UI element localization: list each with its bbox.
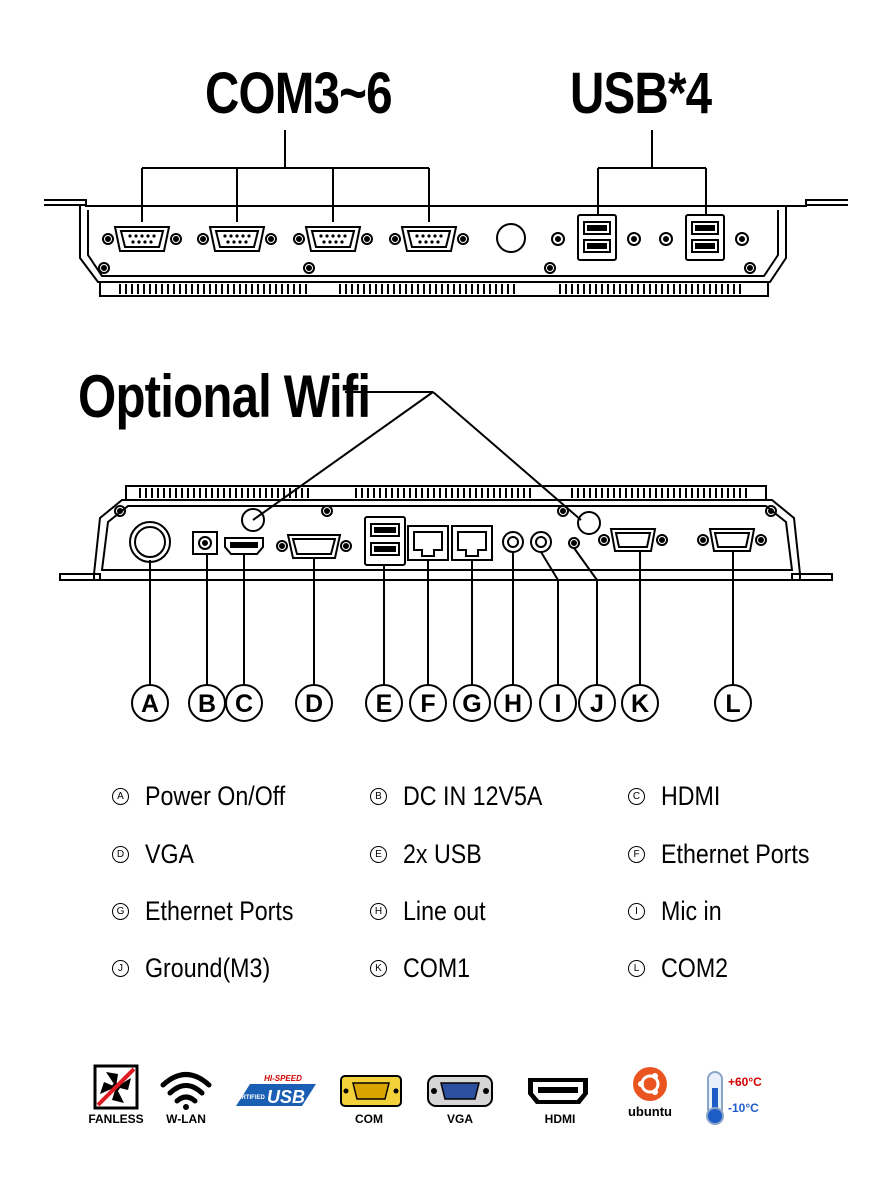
legend-letter: K <box>370 960 387 977</box>
legend-letter: J <box>112 960 129 977</box>
legend-item-g: G Ethernet Ports <box>112 896 318 927</box>
legend-label: Mic in <box>661 896 722 926</box>
callout-c: C <box>235 690 253 718</box>
vga-label: VGA <box>447 1112 473 1126</box>
callout-f: F <box>420 690 435 718</box>
usb-hispeed-label: HI-SPEED <box>264 1074 302 1083</box>
legend-item-h: H Line out <box>370 896 499 927</box>
legend-item-c: C HDMI <box>628 781 730 812</box>
legend-label: Ethernet Ports <box>661 839 810 869</box>
legend-item-b: B DC IN 12V5A <box>370 781 565 812</box>
com1-com2-ports <box>598 528 767 552</box>
com-ports-title: COM3~6 <box>205 61 393 126</box>
vga-port <box>276 534 352 559</box>
com-port-icon: COM <box>340 1075 402 1126</box>
callout-i: I <box>555 690 562 718</box>
wlan-icon: W-LAN <box>160 1072 212 1126</box>
legend-label: DC IN 12V5A <box>403 781 543 811</box>
legend-item-e: E 2x USB <box>370 839 495 870</box>
legend-letter: I <box>628 903 645 920</box>
optional-wifi-title: Optional Wifi <box>78 363 371 430</box>
com-label: COM <box>355 1112 383 1126</box>
ground-screw <box>568 537 580 549</box>
legend-item-i: I Mic in <box>628 896 732 927</box>
legend-letter: E <box>370 846 387 863</box>
vga-port-icon: VGA <box>427 1075 493 1126</box>
legend-item-l: L COM2 <box>628 953 739 984</box>
feature-icons-row: FANLESS W-LAN HI-SPEED CERTIFIED USB COM… <box>88 1064 762 1126</box>
callout-a: A <box>141 690 159 718</box>
hdmi-port <box>224 537 264 555</box>
legend-letter: B <box>370 788 387 805</box>
callout-b: B <box>198 690 216 718</box>
legend-label: VGA <box>145 839 195 869</box>
temp-low-label: -10°C <box>728 1101 759 1115</box>
hdmi-label: HDMI <box>545 1112 576 1126</box>
usb-certified-label: CERTIFIED <box>233 1095 265 1101</box>
power-button-port <box>129 521 171 563</box>
usb-connectors-top <box>577 214 725 261</box>
legend-letter: C <box>628 788 645 805</box>
legend-label: 2x USB <box>403 839 482 869</box>
legend-item-d: D VGA <box>112 839 202 870</box>
legend-label: Ground(M3) <box>145 953 271 983</box>
top-panel-drawing <box>44 130 848 297</box>
usb-logo-label: USB <box>267 1087 305 1107</box>
legend-letter: H <box>370 903 387 920</box>
temp-high-label: +60°C <box>728 1075 762 1089</box>
usb-ports-title: USB*4 <box>570 61 712 126</box>
fanless-icon: FANLESS <box>88 1064 144 1126</box>
com3-6-connectors <box>102 226 469 252</box>
dc-in-port <box>192 531 218 555</box>
usb-ports-rear <box>364 516 406 566</box>
legend-label: COM1 <box>403 953 471 983</box>
wifi-antenna-holes <box>241 508 601 535</box>
heatsink-fins <box>119 284 741 294</box>
thermometer-icon: +60°C -10°C <box>706 1071 762 1125</box>
audio-jacks <box>502 531 552 553</box>
legend-item-f: F Ethernet Ports <box>628 839 834 870</box>
callout-e: E <box>376 690 393 718</box>
legend-item-k: K COM1 <box>370 953 481 984</box>
rear-panel-drawing: A B C D E F G H I J K L <box>59 391 833 722</box>
legend-item-a: A Power On/Off <box>112 781 308 812</box>
legend-label: Power On/Off <box>145 781 286 811</box>
callout-d: D <box>305 690 323 718</box>
ubuntu-label: ubuntu <box>628 1104 672 1119</box>
legend-label: COM2 <box>661 953 729 983</box>
callout-k: K <box>631 690 649 718</box>
legend-label: Line out <box>403 896 486 926</box>
legend-letter: D <box>112 846 129 863</box>
fanless-label: FANLESS <box>88 1112 143 1126</box>
hdmi-port-icon: HDMI <box>528 1078 588 1126</box>
callout-h: H <box>504 690 522 718</box>
callout-l: L <box>725 690 740 718</box>
legend-label: HDMI <box>661 781 721 811</box>
legend-letter: L <box>628 960 645 977</box>
legend-letter: A <box>112 788 129 805</box>
legend-label: Ethernet Ports <box>145 896 294 926</box>
callout-j: J <box>590 690 604 718</box>
ubuntu-icon: ubuntu <box>628 1067 672 1119</box>
usb-certified-icon: HI-SPEED CERTIFIED USB <box>233 1074 316 1107</box>
legend-letter: G <box>112 903 129 920</box>
ethernet-ports <box>407 525 493 561</box>
legend-letter: F <box>628 846 645 863</box>
legend-item-j: J Ground(M3) <box>112 953 291 984</box>
wlan-label: W-LAN <box>166 1112 206 1126</box>
callout-g: G <box>462 690 481 718</box>
